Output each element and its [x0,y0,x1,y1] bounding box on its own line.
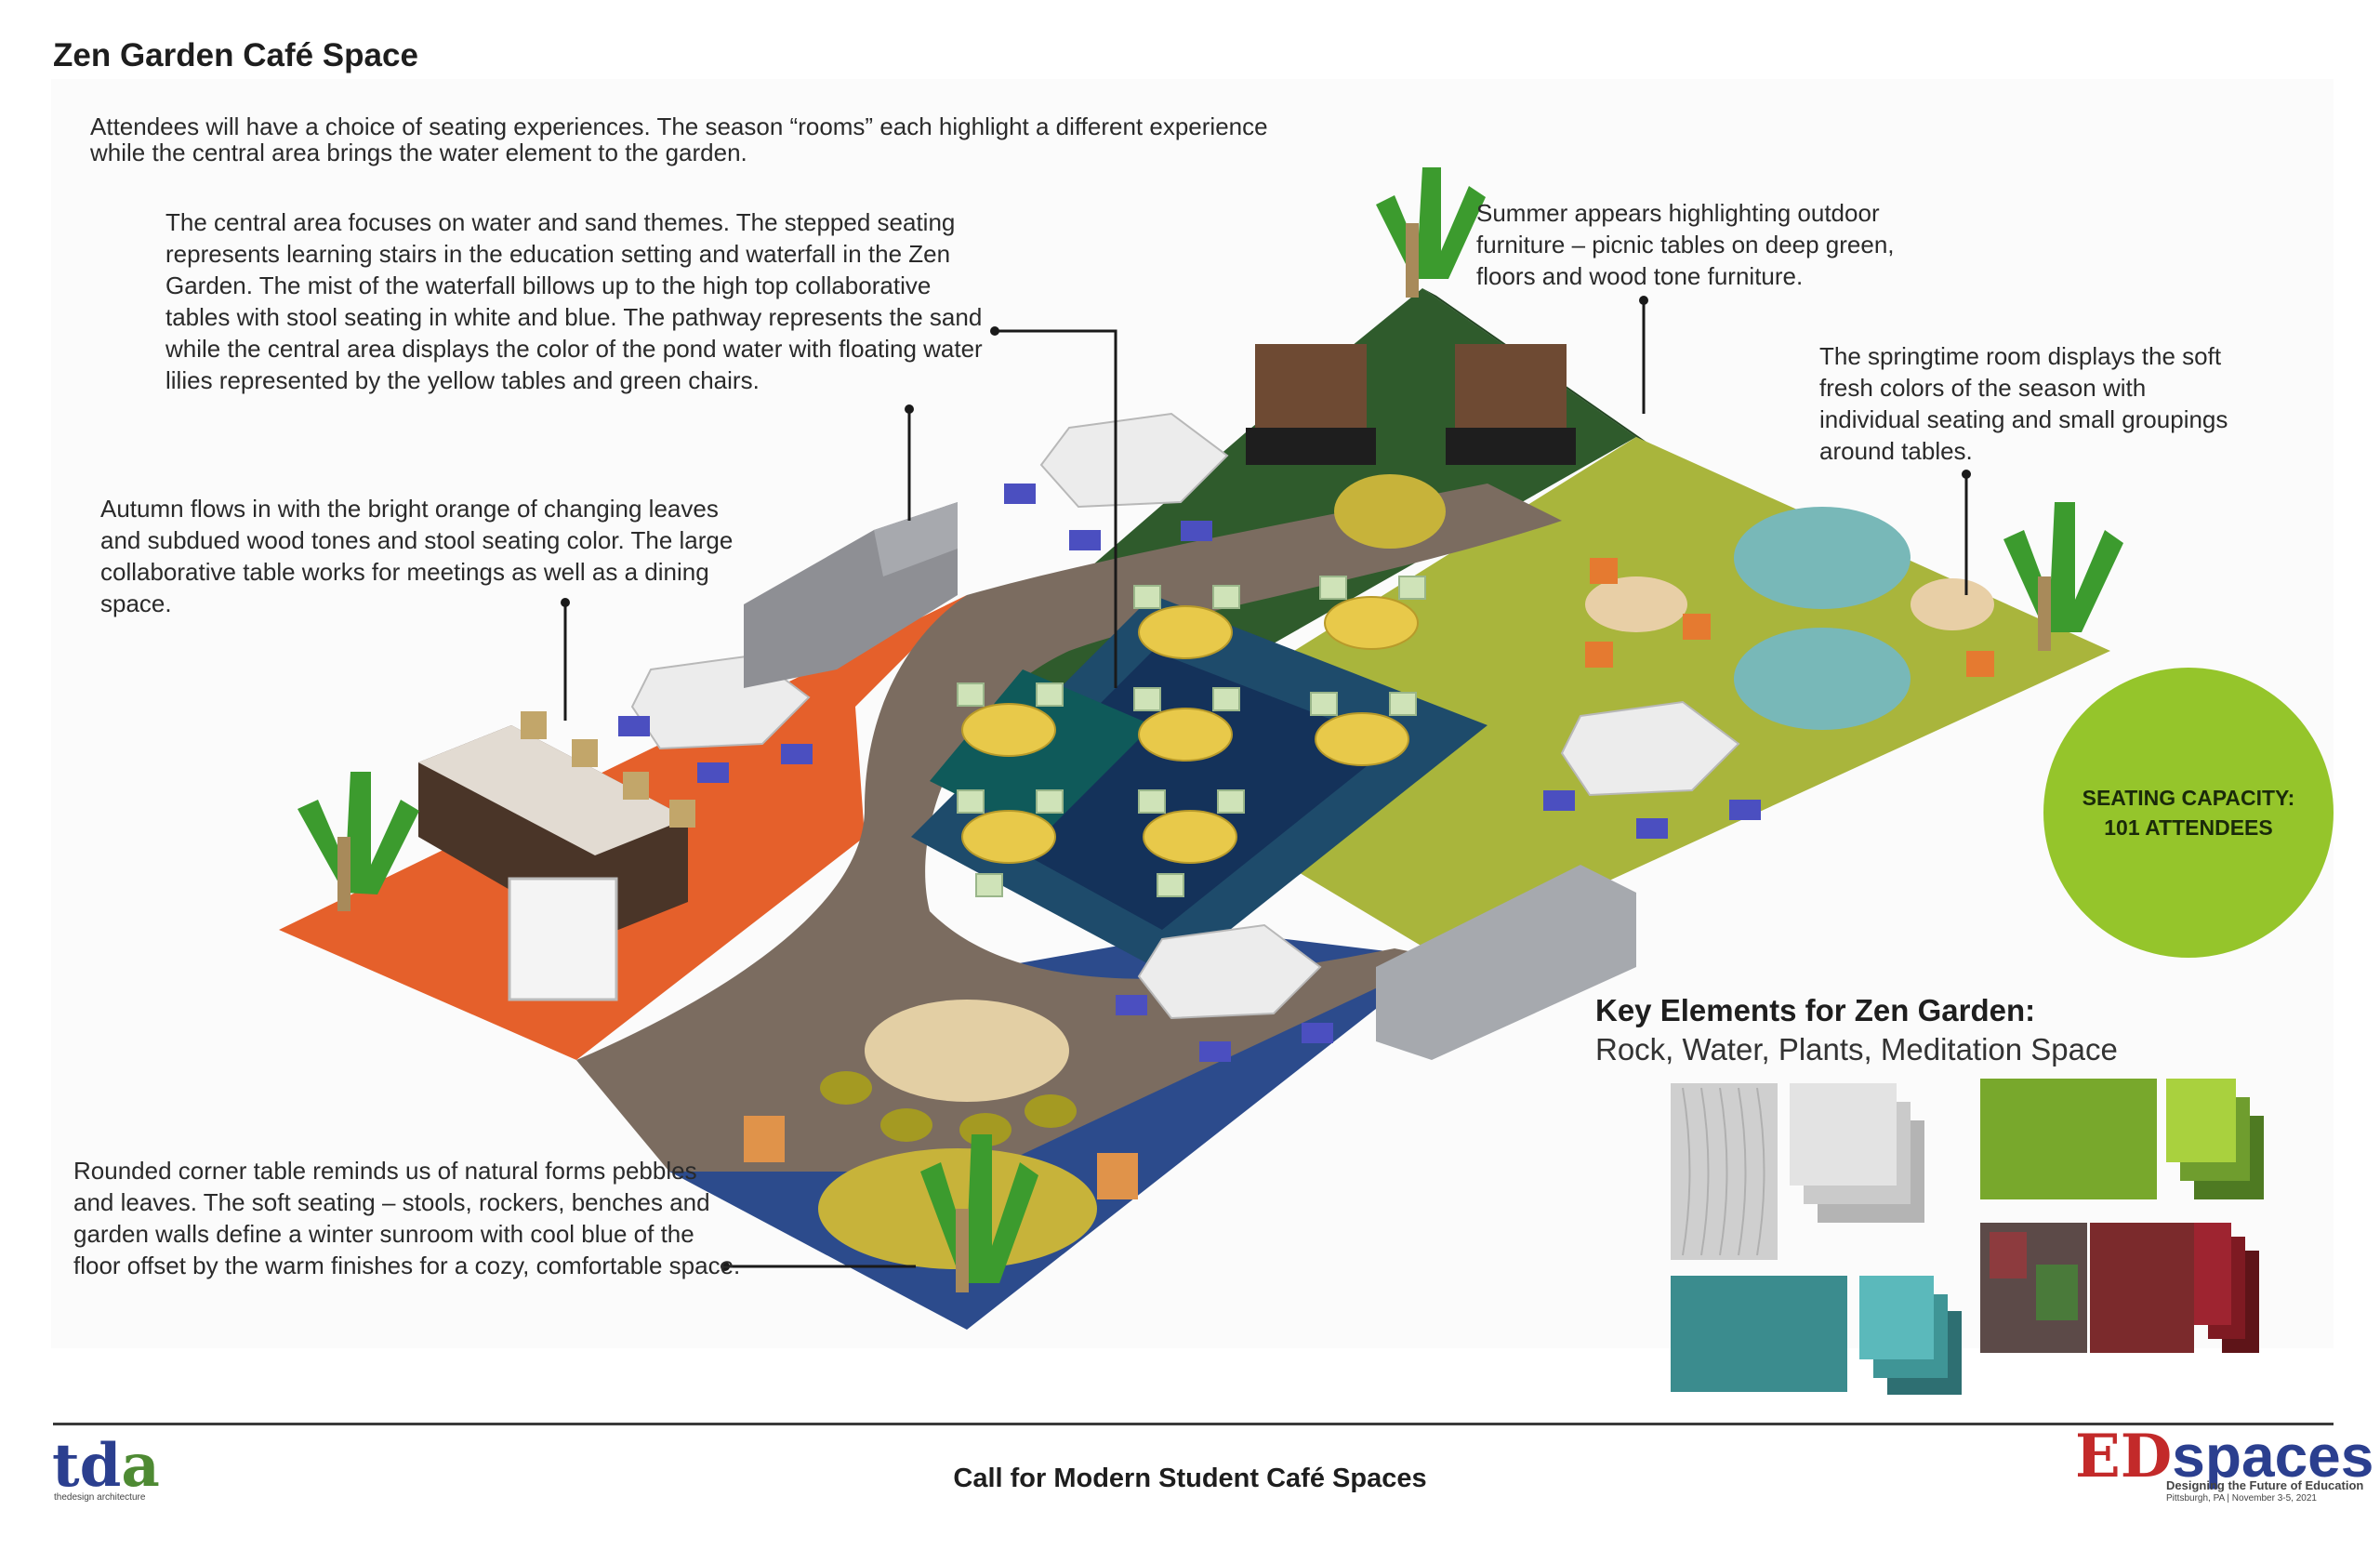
page-title: Zen Garden Café Space [53,37,418,73]
tda-logo: tda [52,1437,160,1496]
callout-dots [561,296,1971,1271]
edspaces-logo: EDspaces [2075,1426,2373,1487]
green-chairs [957,576,1426,897]
edspaces-logo-spaces: spaces [2172,1423,2374,1490]
edspaces-event: Pittsburgh, PA | November 3-5, 2021 [2166,1493,2317,1504]
edspaces-tagline: Designing the Future of Education [2166,1478,2364,1492]
sand-pathway [576,484,1562,1172]
key-elements-title: Key Elements for Zen Garden: [1595,993,2036,1027]
spring-round-table [1585,576,1687,632]
central-area-description: The central area focuses on water and sa… [165,208,983,394]
intro-text: Attendees will have a choice of seating … [90,113,1268,166]
stepped-seating-side [874,502,958,576]
capacity-value: 101 ATTENDEES [2104,815,2273,840]
footer-divider [53,1423,2334,1425]
plant-icon [298,167,2123,1292]
tan-stools [521,711,695,828]
whiteboard [508,877,618,1001]
yellow-tables [961,596,1419,864]
garden-wall [1376,865,1636,1060]
swatch-green-grass [1980,1079,2157,1199]
spring-booth-2 [1734,628,1911,730]
spring-room-description: The springtime room displays the soft fr… [1819,342,2228,465]
winter-room-description: Rounded corner table reminds us of natur… [73,1157,741,1279]
edspaces-logo-ed: ED [2075,1422,2173,1491]
swatch-teal-fabric [1671,1276,1847,1392]
seating-capacity-badge: SEATING CAPACITY: 101 ATTENDEES [2043,668,2334,958]
water-center-teal [930,669,1153,837]
tda-logo-t: t [52,1431,80,1501]
swatch-teal-1 [1859,1276,1934,1359]
blue-stools [618,484,1761,1062]
yellow-lounge-seat [1334,474,1446,549]
callout-lines [563,300,1968,1268]
footer-title: Call for Modern Student Café Spaces [953,1464,1427,1493]
summer-room-description: Summer appears highlighting outdoor furn… [1476,199,1895,290]
autumn-room-description: Autumn flows in with the bright orange o… [100,495,734,617]
key-elements-subtitle: Rock, Water, Plants, Meditation Space [1595,1032,2118,1066]
capacity-label: SEATING CAPACITY: [2082,786,2295,810]
spring-booth-1 [1734,507,1911,609]
swatch-red-1 [2194,1223,2231,1325]
swatch-green-1 [2166,1079,2236,1162]
picnic-tables [1246,344,1576,465]
tda-logo-d: d [79,1431,122,1501]
tda-logo-a: a [121,1431,160,1501]
pebble-table [865,1000,1069,1102]
material-swatches [1671,1079,2264,1395]
orange-rockers [744,1116,1138,1199]
water-center-deep [976,651,1395,930]
orange-chairs [1585,558,1994,677]
tda-logo-subtitle: thedesign architecture [54,1492,146,1503]
collaborative-table-top [418,725,688,855]
spring-round-table-2 [1911,578,1994,630]
swatch-gray-1 [1790,1083,1897,1186]
swatch-red-leather [2090,1223,2194,1353]
